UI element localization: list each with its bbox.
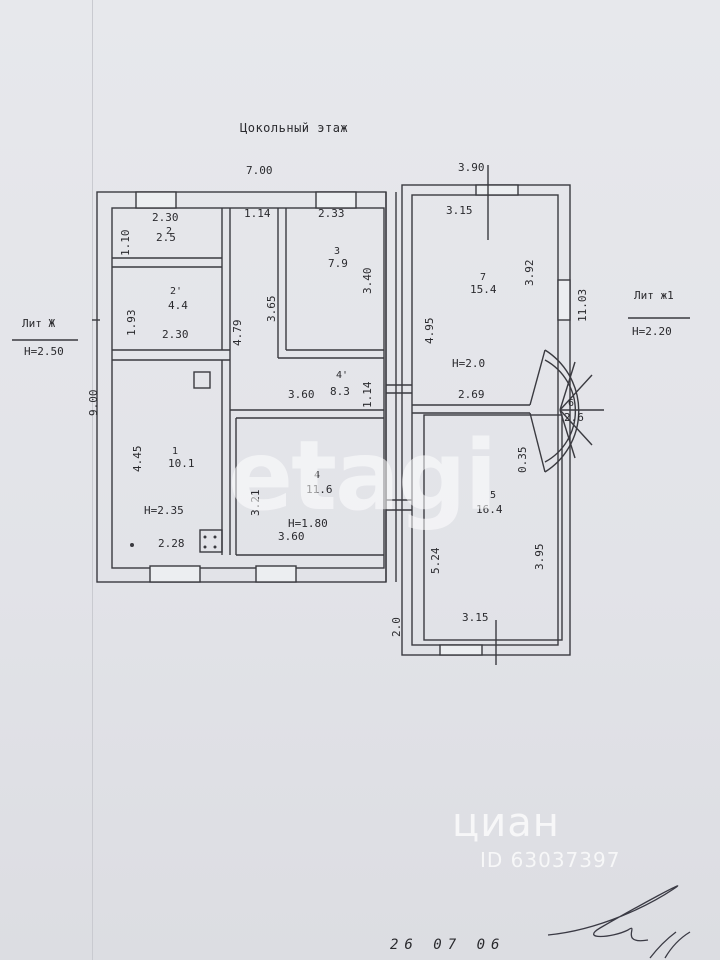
room-7-number: 7 [480, 272, 487, 283]
cian-id-watermark: ID 63037397 [480, 848, 621, 872]
dim-top-right: 3.90 [458, 161, 485, 174]
room-1-ceiling: H=2.35 [144, 504, 184, 517]
room-3-area: 7.9 [328, 257, 348, 270]
room-4p-side: 4.79 [231, 319, 244, 347]
left-ceiling-label: H=2.50 [24, 345, 64, 358]
room-3-height: 3.40 [361, 267, 374, 295]
room-4p-height: 1.14 [361, 381, 374, 409]
room-4-width: 3.60 [278, 530, 305, 543]
plan-title: Цокольный этаж [240, 121, 349, 135]
room-7-width: 3.15 [446, 204, 473, 217]
room-6-area: 2.6 [564, 411, 584, 424]
signature-1 [547, 885, 679, 942]
room-5-height: 3.95 [533, 543, 546, 571]
room-2p-area: 4.4 [168, 299, 188, 312]
room-3-width: 2.33 [318, 207, 345, 220]
room-3-number: 3 [334, 246, 341, 257]
room-1-area: 10.1 [168, 457, 195, 470]
room-5-side: 5.24 [429, 547, 442, 575]
etagi-watermark: etagi [228, 420, 497, 532]
room-5-area: 16.4 [476, 503, 503, 516]
room-2-height: 1.10 [119, 229, 132, 257]
room-4-ceiling: H=1.80 [288, 517, 328, 530]
room-6-number: 6 [568, 398, 575, 409]
handwritten-date: 26 07 06 [390, 937, 506, 953]
dim-left-height: 9.00 [87, 389, 100, 417]
room-7-ceiling: H=2.0 [452, 357, 486, 370]
room-2-width: 2.30 [152, 211, 179, 224]
corridor-width: 1.14 [244, 207, 271, 220]
mid-dimension: 2.69 [458, 388, 485, 401]
dim-top-left: 7.00 [246, 164, 273, 177]
room-2p-number: 2' [170, 286, 183, 297]
right-ceiling-label: H=2.20 [632, 325, 672, 338]
room-2-area: 2.5 [156, 231, 176, 244]
room-5-width: 3.15 [462, 611, 489, 624]
left-lit-label: Лит Ж [22, 317, 56, 330]
room-1-number: 1 [172, 446, 179, 457]
room-5-wall [423, 414, 563, 641]
room-4p-area: 8.3 [330, 385, 350, 398]
room-4-number: 4 [314, 470, 321, 481]
room-2-number: 2 [166, 226, 173, 237]
room-4-area: 11.6 [306, 483, 333, 496]
paper-margin-line [92, 0, 93, 960]
right-lit-label: Лит ж1 [634, 289, 674, 302]
room-4p-number: 4' [336, 370, 349, 381]
room-5-number: 5 [490, 490, 497, 501]
room-5-extra: 0.35 [516, 446, 529, 474]
room-1-width: 2.28 [158, 537, 185, 550]
room-1-height: 4.45 [131, 445, 144, 473]
room-7-height: 3.92 [523, 259, 536, 287]
left-inner-wall [111, 207, 385, 569]
dim-bottom-offset: 2.0 [390, 617, 403, 637]
room-3-side: 3.65 [265, 295, 278, 323]
room-7-area: 15.4 [470, 283, 497, 296]
cian-watermark: циан [452, 800, 560, 846]
dim-right-height: 11.03 [576, 288, 589, 322]
room-2p-width: 2.30 [162, 328, 189, 341]
signature-2 [649, 931, 691, 959]
room-4p-width: 3.60 [288, 388, 315, 401]
room-7-side: 4.95 [423, 317, 436, 345]
room-2p-height: 1.93 [125, 309, 138, 337]
